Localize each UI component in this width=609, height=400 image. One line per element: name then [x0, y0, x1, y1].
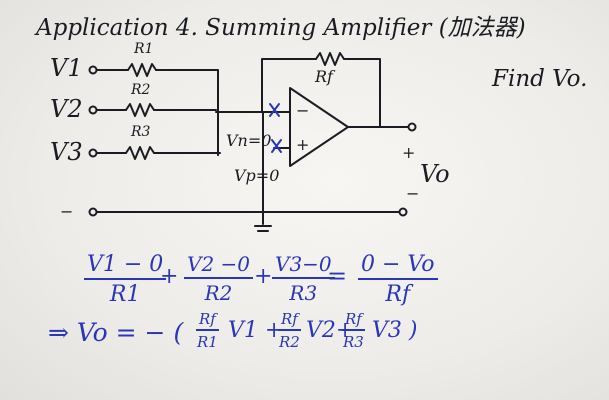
r1-label: R1 [134, 41, 154, 57]
ground-symbol [254, 225, 272, 232]
vp-cross-mark [271, 139, 282, 153]
vn-cross-mark [269, 103, 280, 117]
eq1-term2: V2 −0 R2 [184, 252, 254, 305]
v1-label: V1 [50, 54, 83, 82]
eq2-coef3: Rf R3 [342, 310, 365, 351]
vn-label: Vn=0 [226, 131, 272, 150]
eq1-plus-2: + [254, 264, 273, 289]
r2-label: R2 [131, 82, 151, 98]
eq1-term3-den: R3 [289, 281, 318, 305]
eq1-term3: V3−0 R3 [272, 252, 335, 305]
page-title: Application 4. Summing Amplifier (加法器) [36, 15, 526, 41]
ground-right-terminal [398, 207, 408, 217]
eq2-coef2-num: Rf [278, 310, 301, 331]
r1-resistor [127, 63, 157, 77]
v3-label: V3 [50, 138, 83, 166]
v2-label: V2 [50, 95, 83, 123]
output-label: Vo [420, 160, 450, 188]
eq2-coef1-num: Rf [196, 310, 219, 331]
eq1-plus-1: + [160, 264, 179, 289]
eq2-coef2: Rf R2 [278, 310, 301, 351]
eq2-coef3-num: Rf [342, 310, 365, 331]
rf-resistor [315, 52, 345, 66]
eq1-term1: V1 − 0 R1 [84, 252, 167, 307]
eq1-rhs-num: 0 − Vo [358, 252, 438, 280]
eq2-coef1-den: R1 [197, 333, 218, 351]
v2-terminal [88, 105, 98, 115]
output-plus-sign: + [402, 143, 416, 162]
r3-label: R3 [131, 124, 151, 140]
inverting-input-sign: − [296, 101, 310, 120]
ground-left-terminal [88, 207, 98, 217]
eq1-equals: = [327, 262, 348, 290]
r3-resistor [125, 146, 155, 160]
output-minus-sign: − [406, 184, 420, 203]
eq1-term1-num: V1 − 0 [84, 252, 167, 280]
v1-terminal [88, 65, 98, 75]
vp-label: Vp=0 [234, 166, 280, 185]
output-terminal [407, 122, 417, 132]
noninverting-input-sign: + [296, 135, 310, 154]
opamp-triangle [289, 87, 349, 167]
v3-terminal [88, 148, 98, 158]
eq2-coef2-den: R2 [279, 333, 300, 351]
task-note: Find Vo. [492, 66, 588, 92]
eq2-lead: ⇒ Vo = − ( [48, 318, 184, 347]
feedback-right-wire [343, 58, 381, 128]
feedback-left-wire [261, 58, 317, 113]
eq1-rhs-den: Rf [385, 282, 411, 307]
rf-label: Rf [315, 67, 333, 86]
eq1-term2-num: V2 −0 [184, 252, 254, 279]
eq2-coef3-den: R3 [343, 333, 364, 351]
eq1-rhs: 0 − Vo Rf [358, 252, 438, 307]
eq1-term3-num: V3−0 [272, 252, 335, 279]
eq2-v1-term: V1 + [228, 318, 284, 343]
eq1-term1-den: R1 [109, 282, 141, 307]
r2-resistor [125, 103, 155, 117]
ground-dash: − [60, 202, 74, 221]
eq2-coef1: Rf R1 [196, 310, 219, 351]
eq1-term2-den: R2 [204, 281, 233, 305]
eq2-v3-term: V3 ) [372, 318, 418, 343]
r1-wire [155, 69, 219, 156]
